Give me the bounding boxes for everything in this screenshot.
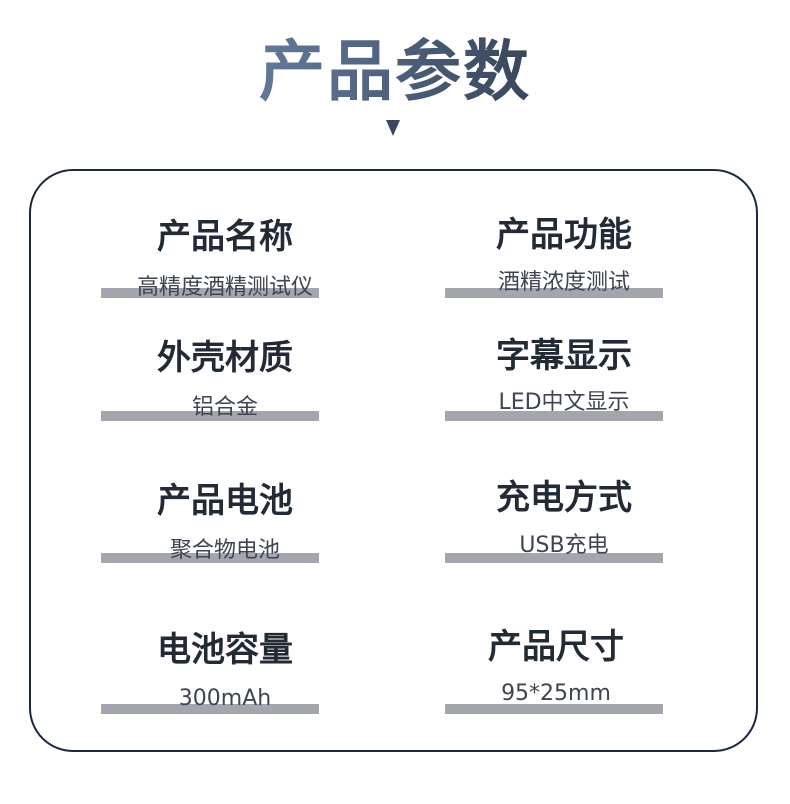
spec-value-shell-material: 铝合金: [191, 395, 258, 420]
chevron-down-icon: [386, 120, 400, 136]
spec-label-display: 字幕显示: [496, 336, 632, 376]
spec-bar: [101, 553, 319, 563]
spec-bar: [445, 553, 663, 563]
spec-value-battery: 聚合物电池: [169, 538, 280, 563]
spec-label-capacity: 电池容量: [157, 630, 293, 670]
spec-bar: [101, 411, 319, 421]
spec-value-display: LED中文显示: [498, 390, 630, 415]
spec-label-battery: 产品电池: [157, 481, 293, 521]
spec-value-capacity: 300mAh: [178, 686, 272, 711]
spec-bar: [445, 288, 663, 298]
spec-label-shell-material: 外壳材质: [157, 338, 293, 378]
spec-value-product-function: 酒精浓度测试: [497, 270, 630, 295]
spec-panel: [29, 169, 758, 752]
spec-value-product-name: 高精度酒精测试仪: [136, 275, 313, 300]
page-title: 产品参数: [0, 34, 790, 110]
spec-label-product-name: 产品名称: [157, 217, 293, 257]
spec-label-charging: 充电方式: [496, 478, 632, 518]
spec-bar: [445, 411, 663, 421]
spec-value-charging: USB充电: [519, 533, 609, 558]
spec-label-product-function: 产品功能: [496, 215, 632, 255]
spec-value-size: 95*25mm: [501, 681, 611, 706]
spec-label-size: 产品尺寸: [488, 627, 624, 667]
spec-bar: [445, 704, 663, 714]
spec-bar: [101, 288, 319, 298]
spec-bar: [101, 704, 319, 714]
